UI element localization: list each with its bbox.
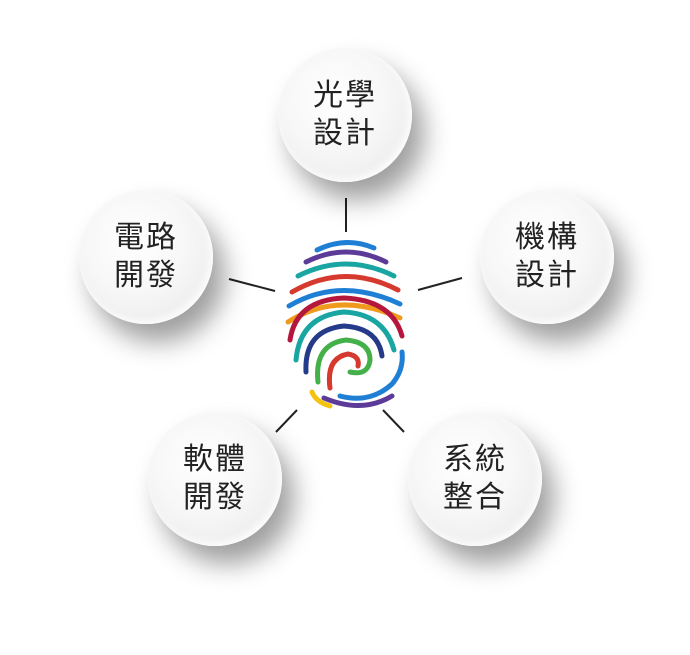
- connector-circuit: [228, 278, 276, 292]
- node-optics-design: 光學 設計: [278, 48, 412, 182]
- fingerprint-ridge: [286, 288, 403, 309]
- fingerprint-ridge: [295, 261, 397, 279]
- node-mechanism-design: 機構 設計: [480, 190, 614, 324]
- node-label-line1: 機構: [515, 220, 579, 255]
- node-circuit-development: 電路 開發: [79, 190, 213, 324]
- fingerprint-ridge: [315, 337, 373, 385]
- node-label-line2: 設計: [313, 116, 377, 151]
- fingerprint-ridge: [303, 323, 385, 375]
- node-label-line2: 開發: [183, 480, 247, 515]
- fingerprint-ridge: [321, 393, 395, 409]
- fingerprint-ridge: [303, 249, 389, 265]
- fingerprint-ridge: [326, 351, 361, 391]
- node-system-integration: 系統 整合: [408, 412, 542, 546]
- fingerprint-ridge: [289, 274, 401, 295]
- fingerprint-ridge: [337, 349, 405, 401]
- node-label-line2: 整合: [443, 480, 507, 515]
- node-software-development: 軟體 開發: [148, 412, 282, 546]
- node-label-line1: 光學: [313, 78, 377, 113]
- node-label-line1: 電路: [114, 220, 178, 255]
- node-label-line1: 系統: [443, 442, 507, 477]
- node-label-line2: 開發: [114, 258, 178, 293]
- connector-system: [382, 409, 405, 433]
- fingerprint-ridge: [314, 240, 377, 253]
- node-label-line1: 軟體: [183, 442, 247, 477]
- node-label-line2: 設計: [515, 258, 579, 293]
- fingerprint-ridge: [287, 295, 405, 343]
- connector-mechanism: [417, 277, 463, 291]
- fingerprint-ridge: [293, 309, 397, 363]
- fingerprint-ridge: [309, 389, 333, 409]
- connector-software: [275, 409, 298, 433]
